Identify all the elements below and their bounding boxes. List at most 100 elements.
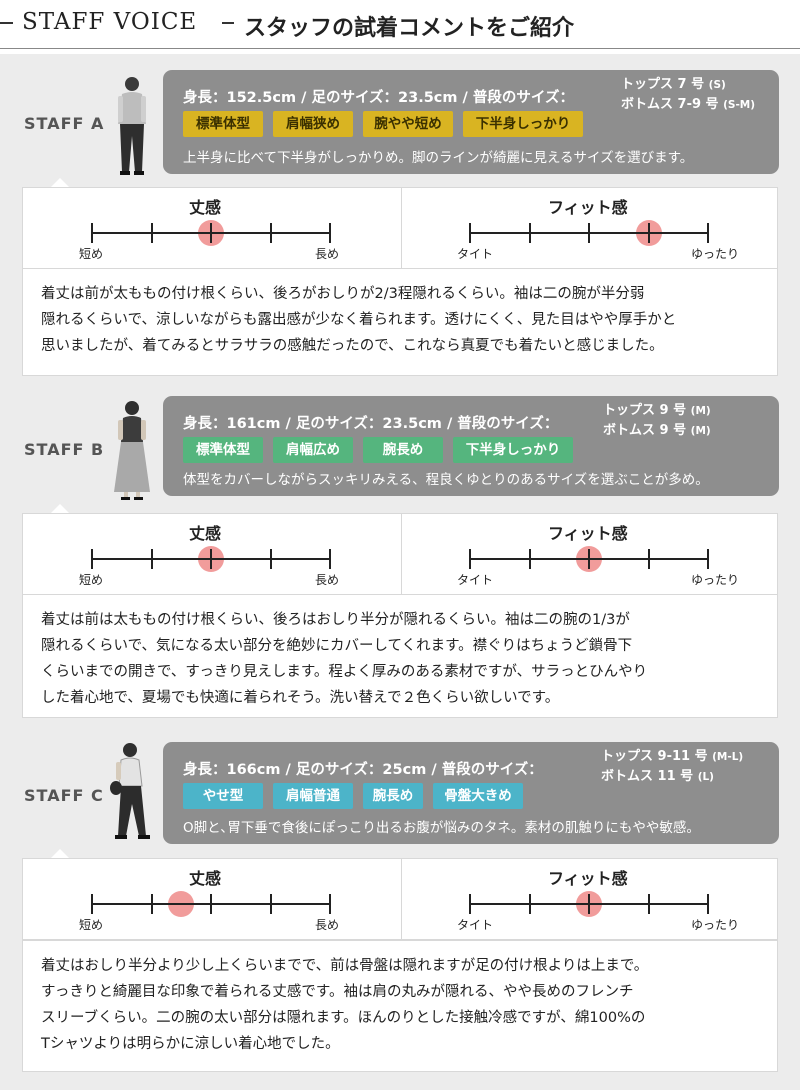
scale-divider <box>401 514 402 594</box>
scale-tick <box>269 549 272 569</box>
body-type-tag: やせ型 <box>183 783 263 809</box>
staff-description: O脚と､胃下垂で食後にぽっこり出るお腹が悩みのタネ。素材の肌触りにもやや敏感。 <box>183 820 700 836</box>
scale-tick <box>647 549 650 569</box>
staff-photo <box>104 740 160 844</box>
page-subtitle: スタッフの試着コメントをご紹介 <box>244 16 575 41</box>
staff-usual-size: トップス 9 号 (M)ボトムス 9 号 (M) <box>603 401 711 441</box>
length-left-label: 短め <box>79 918 104 932</box>
tops-size: トップス 7 号 (S) <box>621 75 755 95</box>
body-type-tag: 腕長め <box>363 437 443 463</box>
speech-pointer <box>50 849 70 859</box>
tops-size-code: (M-L) <box>712 751 744 763</box>
body-type-tag: 肩幅広め <box>273 437 353 463</box>
bottoms-size-label: ボトムス 11 号 <box>601 769 694 784</box>
fit-left-label: タイト <box>457 247 494 261</box>
header-dash <box>222 22 234 24</box>
scale-tick <box>269 894 272 914</box>
length-scale-title: 丈感 <box>189 524 222 543</box>
scale-tick <box>707 549 709 569</box>
scale-tick <box>210 894 212 914</box>
speech-pointer <box>50 504 70 514</box>
staff-usual-size: トップス 7 号 (S)ボトムス 7-9 号 (S-M) <box>621 75 755 115</box>
bottoms-size: ボトムス 11 号 (L) <box>601 767 743 787</box>
fit-left-label: タイト <box>457 573 494 587</box>
comment-line: スリーブくらい。二の腕の太い部分は隠れます。ほんのりとした接触冷感ですが、綿10… <box>41 1010 646 1026</box>
scale-tick <box>91 894 93 914</box>
staff-comment: 着丈はおしり半分より少し上くらいまでで、前は骨盤は隠れますが足の付け根よりは上ま… <box>22 940 778 1072</box>
staff-usual-size: トップス 9-11 号 (M-L)ボトムス 11 号 (L) <box>601 747 743 787</box>
comment-line: 隠れるくらいで、涼しいながらも露出感が少なく着られます。透けにくく、見た目はやや… <box>41 312 677 328</box>
comment-line: 思いましたが、着てみるとサラサラの感触だったので、これなら真夏でも着たいと感じま… <box>41 338 664 354</box>
body-type-tag: 標準体型 <box>183 111 263 137</box>
length-scale-title: 丈感 <box>189 198 222 217</box>
scale-tick <box>588 223 590 243</box>
length-scale <box>91 546 331 572</box>
page-header: STAFF VOICE スタッフの試着コメントをご紹介 <box>0 0 800 52</box>
comment-line: 隠れるくらいで、気になる太い部分を絶妙にカバーしてくれます。襟ぐりはちょうど鎖骨… <box>41 638 633 654</box>
staff-label: STAFF B <box>24 440 105 459</box>
body-type-tag: 腕やや短め <box>363 111 453 137</box>
scale-tick <box>528 549 531 569</box>
staff-description: 上半身に比べて下半身がしっかりめ。脚のラインが綺麗に見えるサイズを選びます。 <box>183 150 694 166</box>
page-title: STAFF VOICE <box>22 9 198 35</box>
comment-line: すっきりと綺麗目な印象で着られる丈感です。袖は肩の丸みが隠れる、やや長めのフレン… <box>41 984 634 1000</box>
body-type-tag: 下半身しっかり <box>453 437 573 463</box>
bottoms-size-label: ボトムス 7-9 号 <box>621 97 719 112</box>
scale-divider <box>401 859 402 939</box>
staff-description: 体型をカバーしながらスッキリみえる、程良くゆとりのあるサイズを選ぶことが多め。 <box>183 472 709 488</box>
scale-tick <box>707 223 709 243</box>
length-right-label: 長め <box>315 918 340 932</box>
comment-line: Tシャツよりは明らかに涼しい着心地でした。 <box>41 1036 340 1052</box>
comment-line: した着心地で、夏場でも快適に着られそう。洗い替えで２色くらい欲しいです。 <box>41 690 560 706</box>
scale-tick <box>647 223 650 243</box>
fit-left-label: タイト <box>457 918 494 932</box>
scale-tick <box>329 223 331 243</box>
scale-tick <box>707 894 709 914</box>
scale-tick <box>647 894 650 914</box>
body-type-tag: 腕長め <box>363 783 423 809</box>
tops-size-label: トップス 9-11 号 <box>601 749 708 764</box>
scale-tick <box>469 894 471 914</box>
speech-pointer <box>50 178 70 188</box>
scale-tick <box>528 223 531 243</box>
header-rule <box>0 48 800 49</box>
scale-tick <box>329 549 331 569</box>
scale-tick <box>269 223 272 243</box>
tops-size-code: (M) <box>690 405 711 417</box>
staff-measurements: 身長：166cm / 足のサイズ：25cm / 普段のサイズ： <box>183 762 543 778</box>
scale-tick <box>91 223 93 243</box>
scale-divider <box>401 188 402 268</box>
staff-profile-bubble: 身長：152.5cm / 足のサイズ：23.5cm / 普段のサイズ： トップス … <box>163 70 779 174</box>
staff-label: STAFF A <box>24 114 105 133</box>
scale-tick <box>150 223 153 243</box>
staff-comment: 着丈は前は太ももの付け根くらい、後ろはおしり半分が隠れるくらい。袖は二の腕の1/… <box>22 594 778 718</box>
tops-size-label: トップス 7 号 <box>621 77 705 92</box>
scale-tick <box>469 549 471 569</box>
length-scale <box>91 891 331 917</box>
staff-measurements: 身長：161cm / 足のサイズ：23.5cm / 普段のサイズ： <box>183 416 559 432</box>
tops-size-label: トップス 9 号 <box>603 403 687 418</box>
body-type-tag: 肩幅狭め <box>273 111 353 137</box>
body-type-tag: 肩幅普通 <box>273 783 353 809</box>
scale-tick <box>469 223 471 243</box>
length-right-label: 長め <box>315 573 340 587</box>
fit-scale <box>469 220 709 246</box>
fit-right-label: ゆったり <box>691 573 740 587</box>
scale-tick <box>150 894 153 914</box>
fit-scale-title: フィット感 <box>548 198 628 217</box>
scale-tick <box>588 894 590 914</box>
body-type-tag: 下半身しっかり <box>463 111 583 137</box>
tops-size: トップス 9-11 号 (M-L) <box>601 747 743 767</box>
rating-scales: 丈感短め長めフィット感タイトゆったり <box>22 187 778 269</box>
bottoms-size: ボトムス 7-9 号 (S-M) <box>621 95 755 115</box>
staff-measurements: 身長：152.5cm / 足のサイズ：23.5cm / 普段のサイズ： <box>183 90 574 106</box>
fit-right-label: ゆったり <box>691 918 740 932</box>
length-left-label: 短め <box>79 573 104 587</box>
rating-scales: 丈感短め長めフィット感タイトゆったり <box>22 513 778 595</box>
length-left-label: 短め <box>79 247 104 261</box>
staff-profile-bubble: 身長：166cm / 足のサイズ：25cm / 普段のサイズ： トップス 9-11… <box>163 742 779 844</box>
bottoms-size-code: (S-M) <box>723 99 756 111</box>
bottoms-size-code: (L) <box>697 771 714 783</box>
header-dash <box>0 22 13 24</box>
staff-label: STAFF C <box>24 786 104 805</box>
